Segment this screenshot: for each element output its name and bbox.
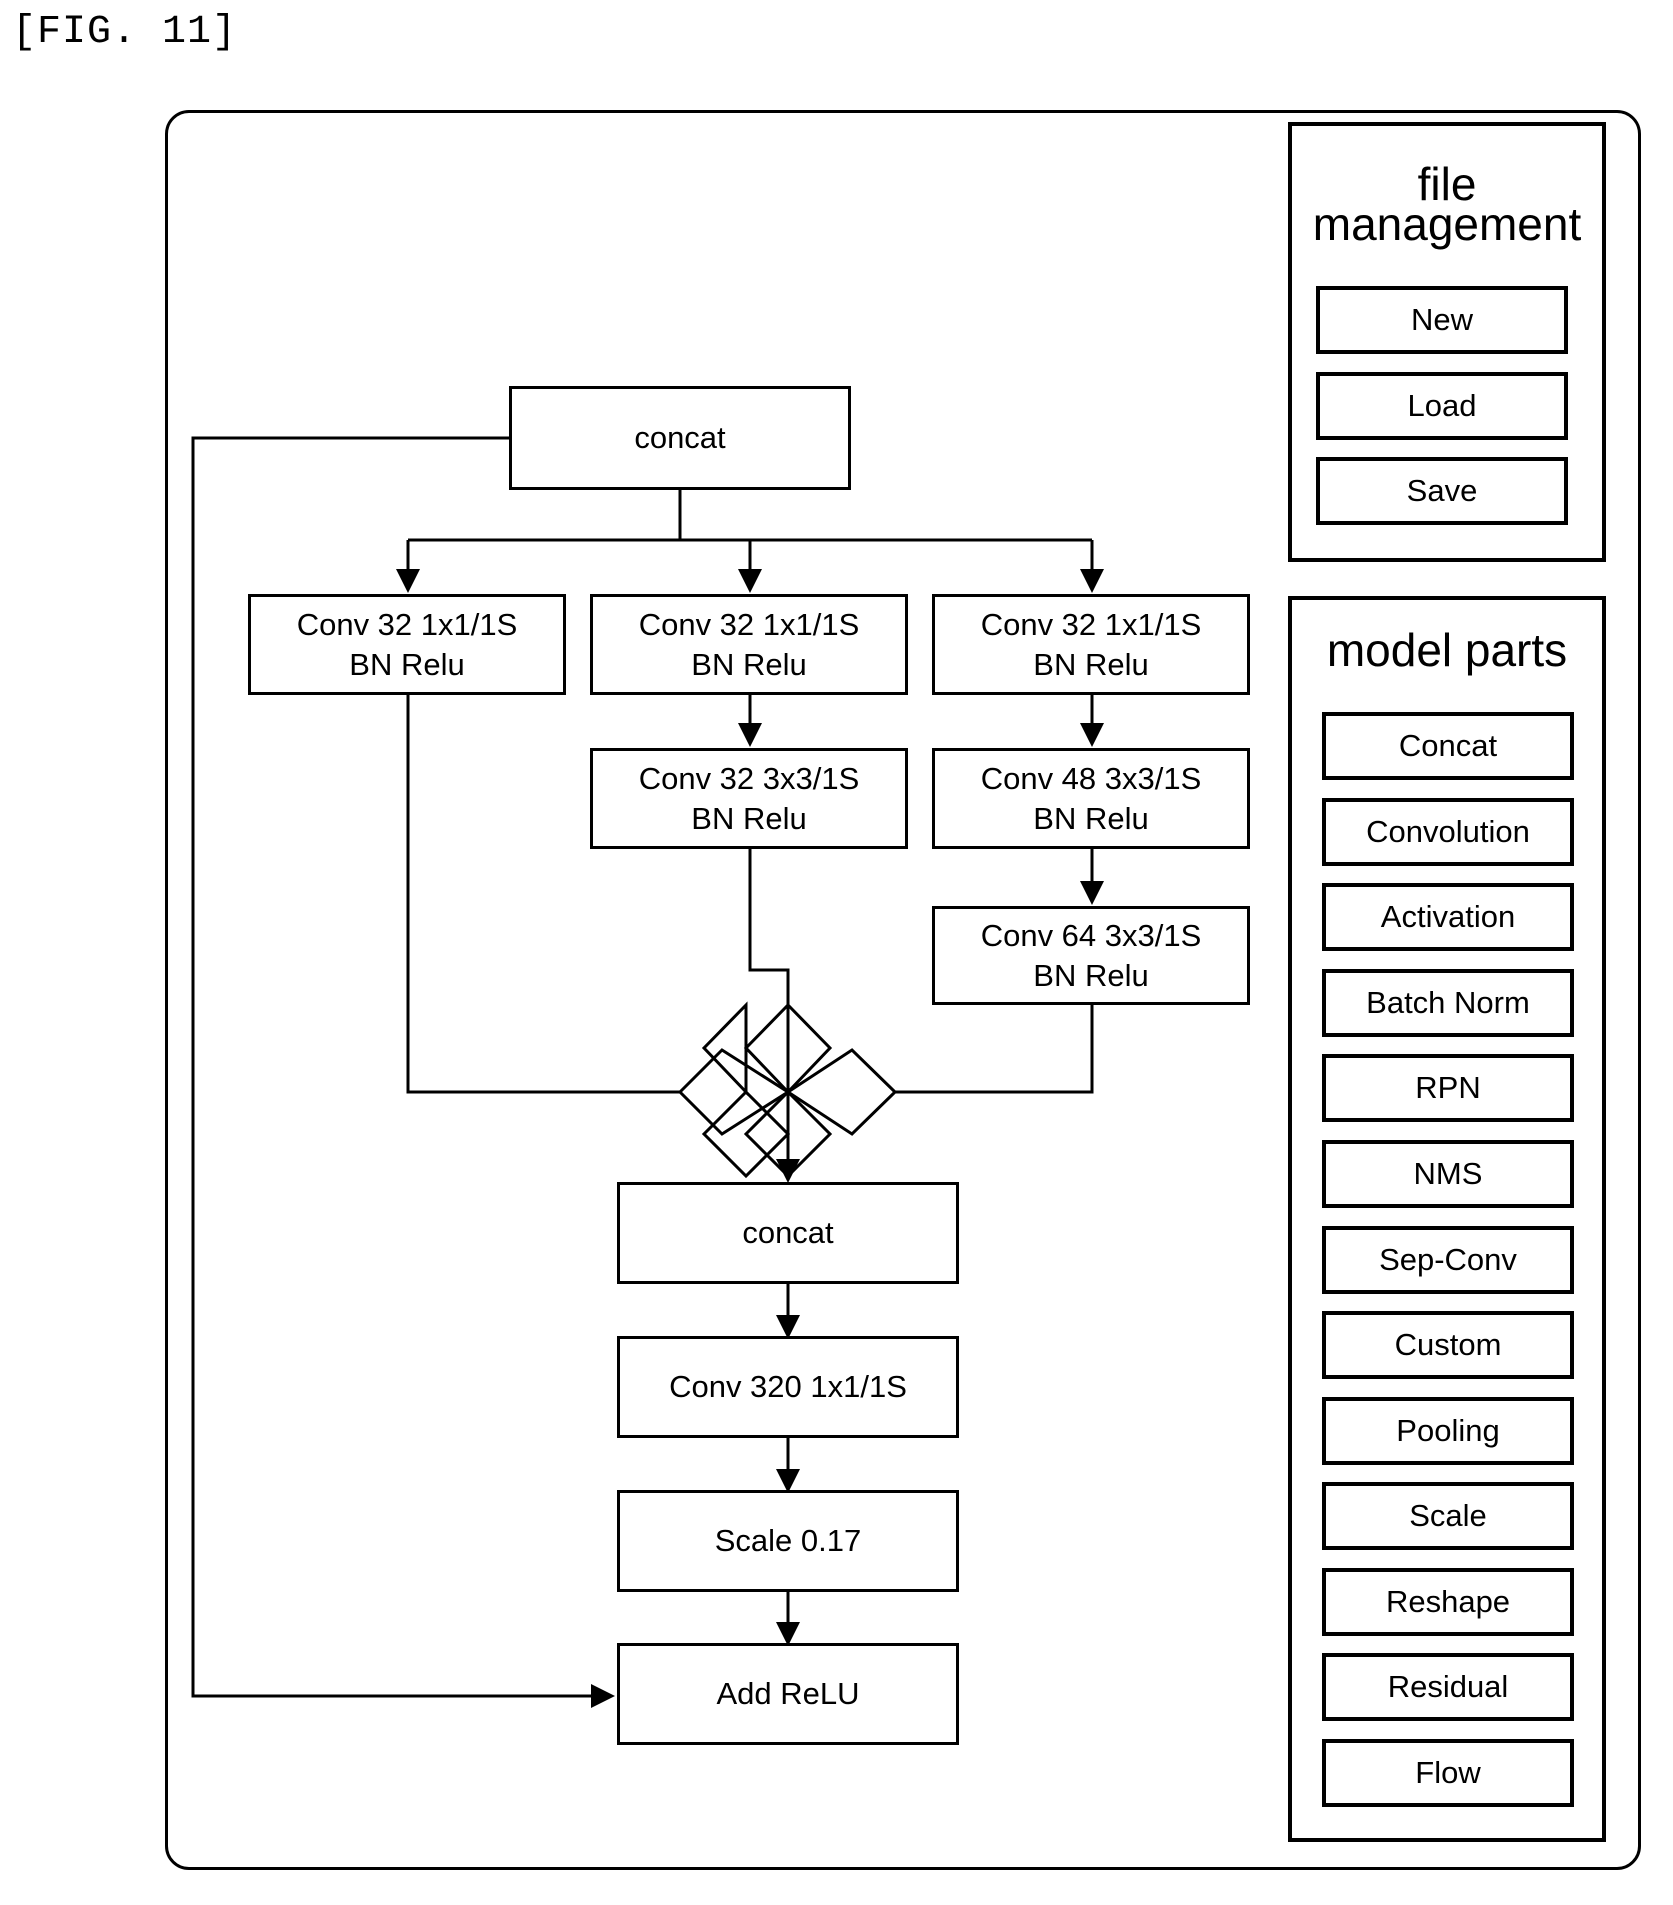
new-button[interactable]: New [1316,286,1568,354]
nms-part-button[interactable]: NMS [1322,1140,1574,1208]
residual-part-button[interactable]: Residual [1322,1653,1574,1721]
add-relu-node[interactable]: Add ReLU [617,1643,959,1745]
bottom-concat-label: concat [742,1213,833,1253]
branch3-conv2-node[interactable]: Conv 48 3x3/1S BN Relu [932,748,1250,849]
model-parts-title: model parts [1292,630,1602,670]
branch3-conv2-line1: Conv 48 3x3/1S [981,759,1202,799]
branch3-conv2-line2: BN Relu [1033,799,1148,839]
load-button[interactable]: Load [1316,372,1568,440]
file-management-panel: file management New Load Save [1288,122,1606,562]
sep-conv-part-button[interactable]: Sep-Conv [1322,1226,1574,1294]
model-parts-panel: model parts Concat Convolution Activatio… [1288,596,1606,1842]
branch3-conv3-node[interactable]: Conv 64 3x3/1S BN Relu [932,906,1250,1005]
branch1-conv-node[interactable]: Conv 32 1x1/1S BN Relu [248,594,566,695]
branch2-conv2-line2: BN Relu [691,799,806,839]
scale-label: Scale 0.17 [715,1521,862,1561]
file-management-title: file management [1292,164,1602,244]
convolution-part-button[interactable]: Convolution [1322,798,1574,866]
scale-node[interactable]: Scale 0.17 [617,1490,959,1592]
branch2-conv1-line1: Conv 32 1x1/1S [639,605,860,645]
branch2-conv1-node[interactable]: Conv 32 1x1/1S BN Relu [590,594,908,695]
conv-320-label: Conv 320 1x1/1S [669,1367,907,1407]
flow-part-button[interactable]: Flow [1322,1739,1574,1807]
add-relu-label: Add ReLU [716,1674,859,1714]
scale-part-button[interactable]: Scale [1322,1482,1574,1550]
save-button[interactable]: Save [1316,457,1568,525]
branch3-conv3-line1: Conv 64 3x3/1S [981,916,1202,956]
branch3-conv3-line2: BN Relu [1033,956,1148,996]
branch3-conv1-node[interactable]: Conv 32 1x1/1S BN Relu [932,594,1250,695]
concat-part-button[interactable]: Concat [1322,712,1574,780]
branch3-conv1-line1: Conv 32 1x1/1S [981,605,1202,645]
reshape-part-button[interactable]: Reshape [1322,1568,1574,1636]
branch1-conv-line1: Conv 32 1x1/1S [297,605,518,645]
branch1-conv-line2: BN Relu [349,645,464,685]
branch2-conv1-line2: BN Relu [691,645,806,685]
custom-part-button[interactable]: Custom [1322,1311,1574,1379]
rpn-part-button[interactable]: RPN [1322,1054,1574,1122]
bottom-concat-node[interactable]: concat [617,1182,959,1284]
top-concat-node[interactable]: concat [509,386,851,490]
branch2-conv2-node[interactable]: Conv 32 3x3/1S BN Relu [590,748,908,849]
file-management-title-line2: management [1292,204,1602,244]
branch2-conv2-line1: Conv 32 3x3/1S [639,759,860,799]
top-concat-label: concat [634,418,725,458]
conv-320-node[interactable]: Conv 320 1x1/1S [617,1336,959,1438]
pooling-part-button[interactable]: Pooling [1322,1397,1574,1465]
branch3-conv1-line2: BN Relu [1033,645,1148,685]
batch-norm-part-button[interactable]: Batch Norm [1322,969,1574,1037]
activation-part-button[interactable]: Activation [1322,883,1574,951]
